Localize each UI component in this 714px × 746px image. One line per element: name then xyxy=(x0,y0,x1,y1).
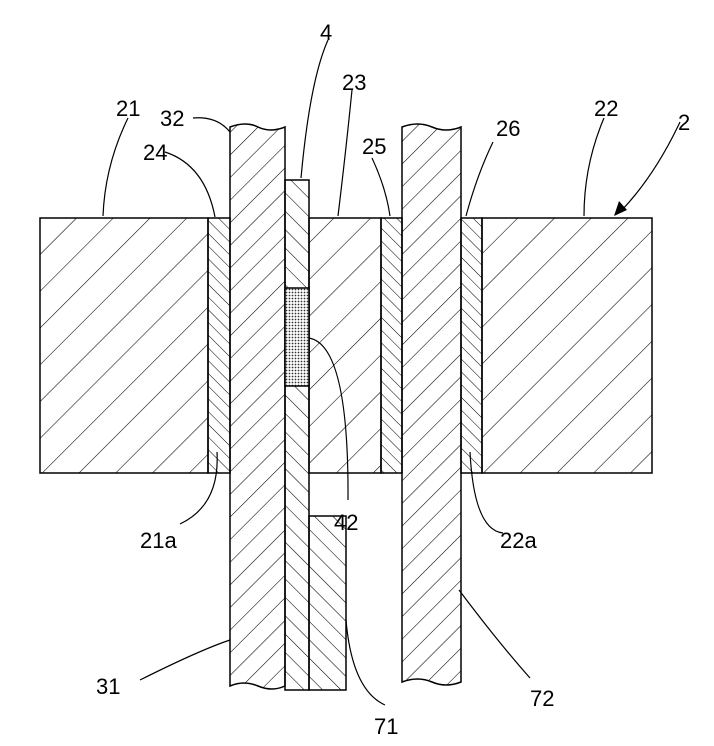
block-71 xyxy=(309,516,346,690)
label-2: 2 xyxy=(678,110,690,135)
layer-26 xyxy=(461,218,482,473)
leader-71 xyxy=(346,620,385,705)
leader-72 xyxy=(459,590,530,678)
leader-23 xyxy=(338,90,352,216)
leader-4 xyxy=(301,40,328,178)
label-42: 42 xyxy=(334,510,358,535)
label-23: 23 xyxy=(342,70,366,95)
label-21: 21 xyxy=(116,96,140,121)
block-22 xyxy=(482,218,652,473)
label-24: 24 xyxy=(143,140,167,165)
layer-24 xyxy=(208,218,230,473)
bar-31-32 xyxy=(230,124,285,689)
leader-21 xyxy=(103,118,128,216)
leader-24 xyxy=(165,152,215,217)
leader-32 xyxy=(193,118,230,132)
label-22a: 22a xyxy=(500,528,537,553)
label-21a: 21a xyxy=(140,528,177,553)
label-22: 22 xyxy=(594,96,618,121)
label-31: 31 xyxy=(96,674,120,699)
layer-25 xyxy=(381,218,402,473)
element-42 xyxy=(285,288,309,386)
plate-4 xyxy=(285,180,309,690)
leader-26 xyxy=(466,142,493,216)
block-21 xyxy=(40,218,208,473)
label-25: 25 xyxy=(362,134,386,159)
label-4: 4 xyxy=(320,20,332,45)
leader-2-arrow xyxy=(614,201,627,216)
leader-31 xyxy=(140,640,230,680)
block-23 xyxy=(309,218,381,473)
leader-25 xyxy=(372,158,390,216)
leader-22 xyxy=(584,118,604,216)
bar-72 xyxy=(402,124,461,685)
label-72: 72 xyxy=(530,686,554,711)
leader-2 xyxy=(622,122,680,210)
label-32: 32 xyxy=(160,106,184,131)
label-26: 26 xyxy=(496,116,520,141)
label-71: 71 xyxy=(374,714,398,739)
